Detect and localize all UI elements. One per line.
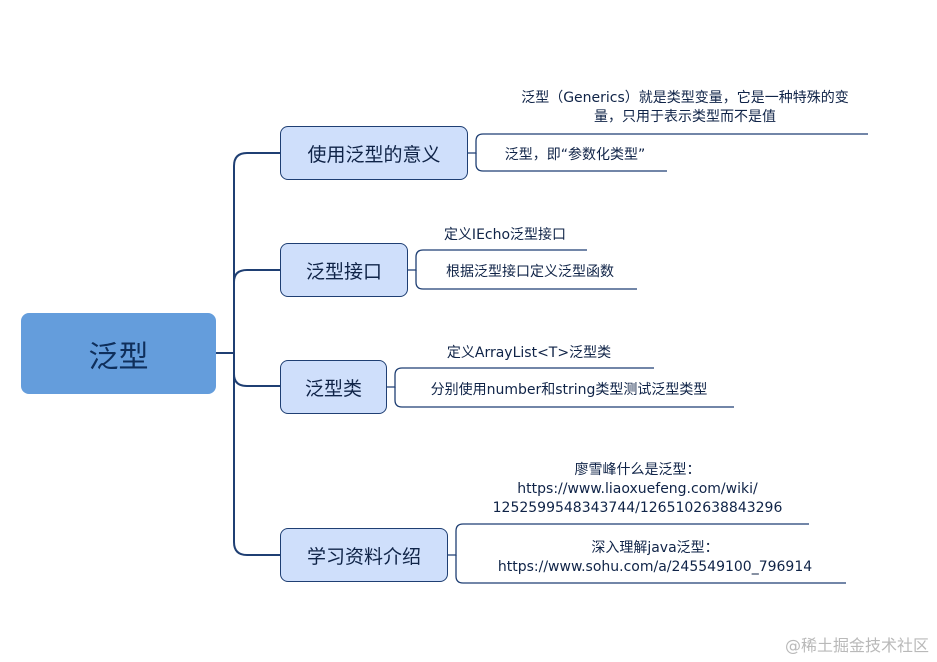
branch-node-generic-interface[interactable]: 泛型接口	[280, 243, 408, 297]
root-node[interactable]: 泛型	[21, 313, 216, 394]
leaf-line: 泛型，即“参数化类型”	[504, 147, 646, 163]
leaf-node-sohu-link[interactable]: 深入理解java泛型： https://www.sohu.com/a/24554…	[465, 539, 845, 577]
leaf-line: 泛型（Generics）就是类型变量，它是一种特殊的变	[521, 90, 849, 106]
leaf-line: 分别使用number和string类型测试泛型类型	[430, 382, 708, 398]
watermark: @稀土掘金技术社区	[784, 636, 929, 655]
leaf-node-parameterized-type[interactable]: 泛型，即“参数化类型”	[485, 146, 665, 165]
branch-node-significance[interactable]: 使用泛型的意义	[280, 126, 468, 180]
leaf-link-line[interactable]: https://www.liaoxuefeng.com/wiki/	[517, 481, 758, 497]
leaf-line: 定义IEcho泛型接口	[443, 227, 567, 243]
leaf-link-line[interactable]: 1252599548343744/1265102638843296	[492, 500, 783, 516]
leaf-line: 根据泛型接口定义泛型函数	[446, 264, 614, 280]
leaf-line: 廖雪峰什么是泛型：	[574, 462, 701, 478]
leaf-line: 量，只用于表示类型而不是值	[594, 109, 776, 125]
leaf-link-line[interactable]: https://www.sohu.com/a/245549100_796914	[497, 559, 813, 575]
leaf-node-define-iecho[interactable]: 定义IEcho泛型接口	[425, 226, 585, 245]
leaf-node-generics-definition[interactable]: 泛型（Generics）就是类型变量，它是一种特殊的变 量，只用于表示类型而不是…	[490, 89, 880, 127]
leaf-node-generic-function[interactable]: 根据泛型接口定义泛型函数	[425, 263, 635, 282]
branch-node-learning-resources[interactable]: 学习资料介绍	[280, 528, 448, 582]
leaf-line: 定义ArrayList<T>泛型类	[446, 345, 612, 361]
leaf-node-test-number-string[interactable]: 分别使用number和string类型测试泛型类型	[404, 381, 734, 400]
leaf-node-define-arraylist[interactable]: 定义ArrayList<T>泛型类	[404, 344, 654, 363]
leaf-line: 深入理解java泛型：	[591, 540, 719, 556]
branch-node-generic-class[interactable]: 泛型类	[280, 360, 387, 414]
leaf-node-liaoxuefeng-link[interactable]: 廖雪峰什么是泛型： https://www.liaoxuefeng.com/wi…	[465, 461, 810, 518]
